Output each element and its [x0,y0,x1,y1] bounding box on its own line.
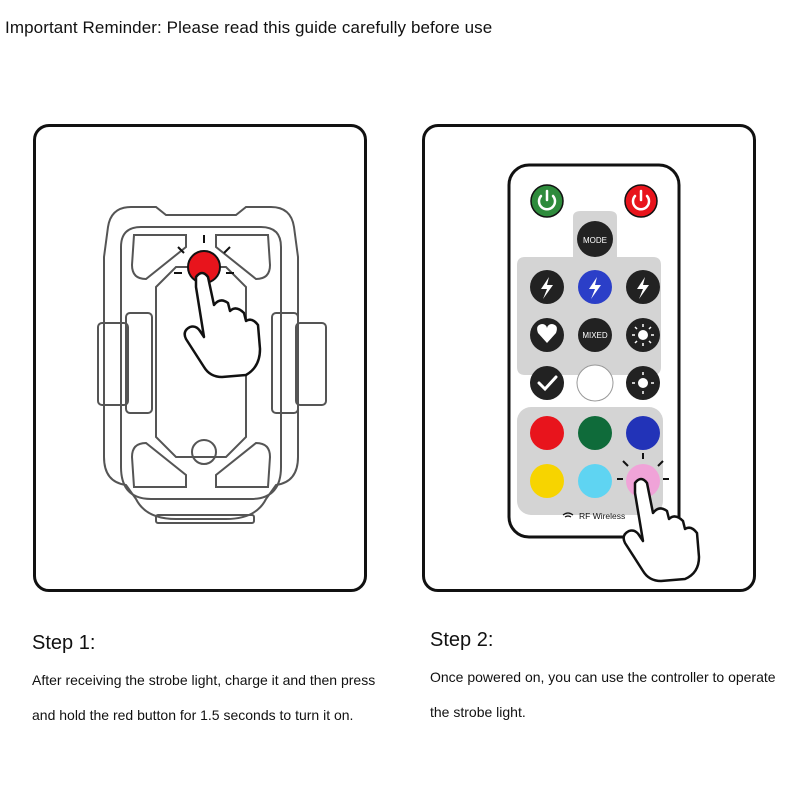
confirm-button [530,366,564,400]
strobe-light-device [97,206,327,524]
brightness-down-icon [638,378,648,388]
reminder-heading: Important Reminder: Please read this gui… [5,18,493,37]
step1-title: Step 1: [32,632,96,654]
color-button-red [530,416,564,450]
bolt-plus-icon [637,277,649,299]
bolt-minus-icon [541,277,553,299]
white-color-button [576,364,614,402]
mixed-button [578,318,612,352]
left-clamp [97,322,129,406]
step2-line2: the strobe light. [430,704,526,720]
press-rays-icon [617,453,669,480]
step1-description: After receiving the strobe light, charge… [32,663,412,733]
heart-icon [537,324,557,343]
power-off-button [624,184,658,218]
pointing-hand-icon [622,477,701,583]
check-icon [537,375,558,392]
power-on-button [530,184,564,218]
bottom-button [191,439,217,465]
brightness-up-icon [638,330,648,340]
step1-line2: and hold the red button for 1.5 seconds … [32,707,354,723]
press-rays-icon [174,235,234,274]
step1-line1: After receiving the strobe light, charge… [32,672,376,688]
pointing-hand-icon [183,271,262,379]
color-button-blue [626,416,660,450]
step2-title: Step 2: [430,629,494,651]
wifi-icon [562,512,574,518]
right-clamp [271,312,299,414]
device-illustration-panel [33,124,367,592]
mixed-label: MIXED [582,331,608,340]
color-button-green [578,416,612,450]
mode-label: MODE [583,236,607,245]
rf-remote-controller: MODE MIXED [507,163,701,583]
color-button-cyan [578,464,612,498]
step2-description: Once powered on, you can use the control… [430,660,800,730]
step2-line1: Once powered on, you can use the control… [430,669,776,685]
remote-illustration-panel: MODE MIXED [422,124,756,592]
color-button-yellow [530,464,564,498]
bolt-icon [589,277,601,299]
mode-button [577,221,613,257]
rf-wireless-label: RF Wireless [579,511,625,521]
